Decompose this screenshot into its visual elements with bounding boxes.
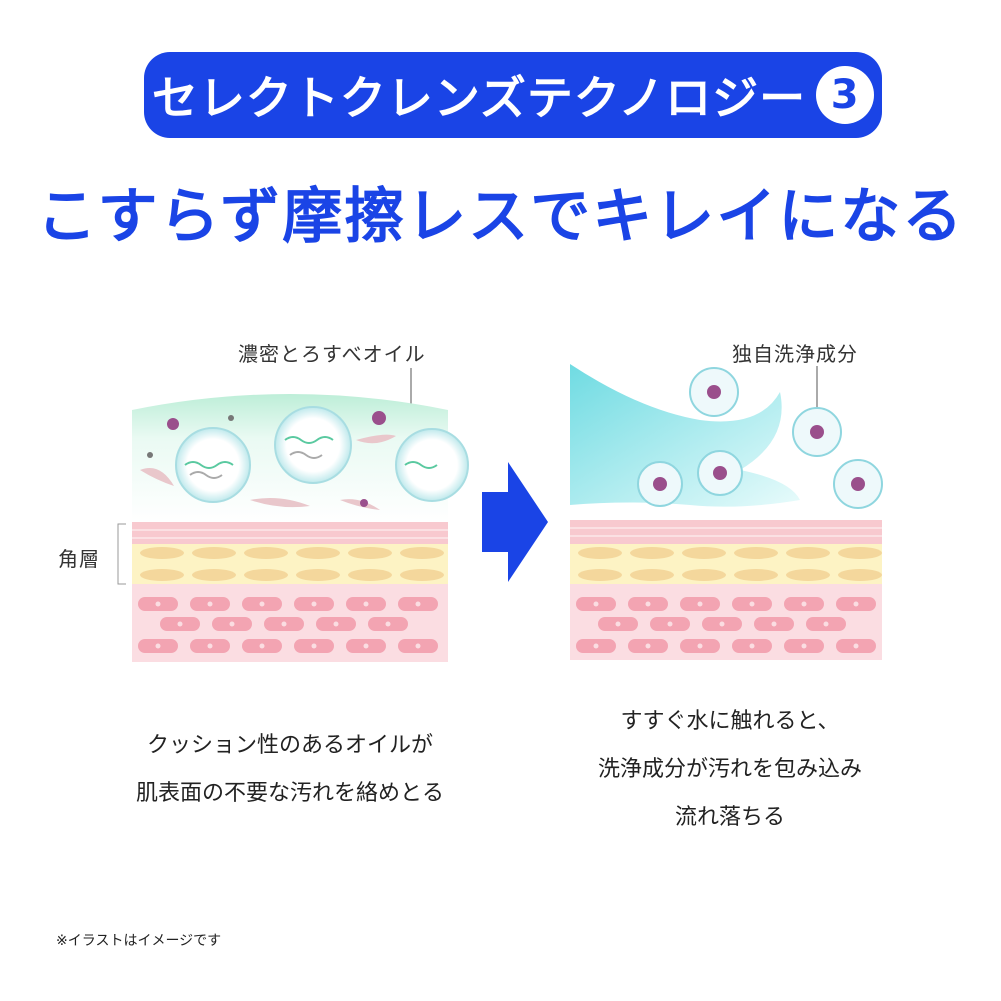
yellow-cell [244, 569, 288, 581]
cell-nucleus [593, 643, 599, 649]
yellow-cell [400, 547, 444, 559]
right-caption-line-2: 洗浄成分が汚れを包み込み [597, 757, 862, 782]
cell-nucleus [311, 643, 317, 649]
cell-nucleus [259, 601, 265, 607]
cell-nucleus [207, 643, 213, 649]
yellow-cell [140, 547, 184, 559]
yellow-cell [192, 569, 236, 581]
ingredient-label: 独自洗浄成分 [732, 342, 858, 366]
stratum-corneum-label: 角層 [58, 547, 100, 571]
cell-nucleus [311, 601, 317, 607]
banner-title: セレクトクレンズテクノロジー [151, 71, 807, 125]
cell-nucleus [749, 601, 755, 607]
right-caption: すすぐ水に触れると、 洗浄成分が汚れを包み込み 流れ落ちる [530, 698, 930, 842]
banner-number-badge: 3 [816, 66, 875, 124]
yellow-cell [296, 547, 340, 559]
yellow-cell [734, 569, 778, 581]
cell-nucleus [363, 601, 369, 607]
cell-nucleus [363, 643, 369, 649]
yellow-cell [578, 547, 622, 559]
yellow-cell [244, 547, 288, 559]
cell-nucleus [207, 601, 213, 607]
yellow-cell [786, 569, 830, 581]
cell-nucleus [697, 643, 703, 649]
cell-nucleus [281, 621, 287, 627]
cell-nucleus [719, 621, 725, 627]
cell-nucleus [155, 643, 161, 649]
left-caption: クッション性のあるオイルが 肌表面の不要な汚れを絡めとる [90, 722, 490, 818]
yellow-cell [400, 569, 444, 581]
yellow-cell [140, 569, 184, 581]
cell-nucleus [155, 601, 161, 607]
cell-nucleus [615, 621, 621, 627]
cell-nucleus [385, 621, 391, 627]
cell-nucleus [749, 643, 755, 649]
yellow-cell [838, 569, 882, 581]
yellow-cell [682, 547, 726, 559]
yellow-cell [192, 547, 236, 559]
yellow-cell [838, 547, 882, 559]
yellow-cell [630, 547, 674, 559]
cell-nucleus [333, 621, 339, 627]
cell-nucleus [853, 601, 859, 607]
yellow-cell [786, 547, 830, 559]
title-banner: セレクトクレンズテクノロジー 3 [144, 52, 882, 138]
cell-nucleus [229, 621, 235, 627]
cell-nucleus [801, 643, 807, 649]
yellow-cell [734, 547, 778, 559]
cell-nucleus [177, 621, 183, 627]
yellow-cell [578, 569, 622, 581]
cell-nucleus [697, 601, 703, 607]
oil-label: 濃密とろすべオイル [238, 342, 426, 366]
cell-nucleus [415, 601, 421, 607]
cell-nucleus [823, 621, 829, 627]
footnote: ※イラストはイメージです [56, 933, 222, 949]
right-caption-line-1: すすぐ水に触れると、 [620, 709, 840, 734]
right-arrow-icon [482, 462, 548, 582]
left-caption-line-2: 肌表面の不要な汚れを絡めとる [135, 781, 444, 806]
cell-nucleus [259, 643, 265, 649]
left-caption-line-1: クッション性のあるオイルが [146, 733, 433, 758]
cell-nucleus [645, 643, 651, 649]
yellow-cell [630, 569, 674, 581]
yellow-cell [296, 569, 340, 581]
yellow-cell [682, 569, 726, 581]
yellow-cell [348, 547, 392, 559]
cell-nucleus [645, 601, 651, 607]
cell-nucleus [593, 601, 599, 607]
cell-nucleus [667, 621, 673, 627]
page-headline: こすらず摩擦レスでキレイになる [36, 182, 965, 252]
cell-nucleus [771, 621, 777, 627]
cell-nucleus [853, 643, 859, 649]
cell-nucleus [801, 601, 807, 607]
right-caption-line-3: 流れ落ちる [674, 805, 785, 830]
cell-nucleus [415, 643, 421, 649]
yellow-cell [348, 569, 392, 581]
